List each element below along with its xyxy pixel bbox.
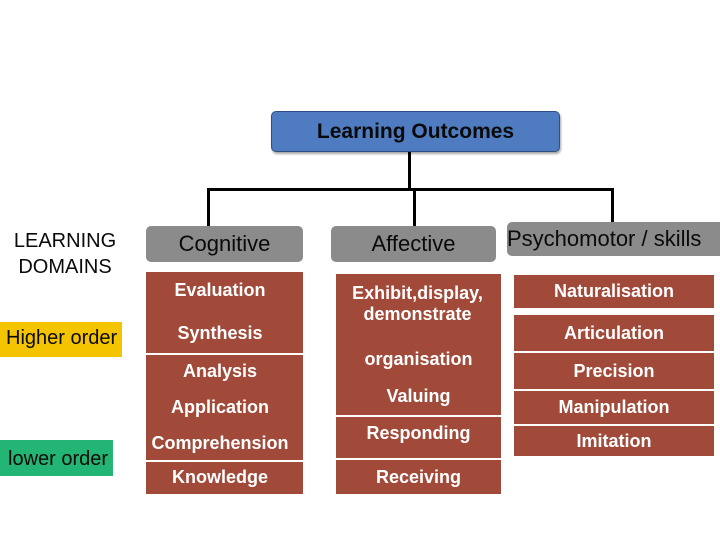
connector-psychomotor — [611, 188, 614, 222]
cognitive-divider-lower — [146, 460, 303, 462]
connector-horizontal — [207, 188, 614, 191]
connector-cognitive — [207, 188, 210, 226]
affective-level-exhibit: Exhibit,display, demonstrate — [340, 280, 495, 328]
psychomotor-level-precision: Precision — [514, 353, 714, 389]
higher-order-label: Higher order — [6, 327, 118, 349]
cognitive-header: Cognitive — [146, 226, 303, 262]
cognitive-level-knowledge: Knowledge — [146, 463, 294, 491]
learning-domains-line-1: LEARNING — [13, 230, 117, 252]
affective-level-receiving: Receiving — [336, 463, 501, 491]
psychomotor-level-naturalisation: Naturalisation — [514, 275, 714, 308]
connector-affective — [413, 188, 416, 226]
affective-level-organisation: organisation — [336, 345, 501, 373]
psychomotor-level-manipulation: Manipulation — [514, 391, 714, 424]
cognitive-level-evaluation: Evaluation — [146, 276, 294, 304]
affective-divider-lower — [336, 458, 501, 460]
psychomotor-level-articulation: Articulation — [514, 315, 714, 351]
cognitive-level-comprehension: Comprehension — [146, 429, 294, 457]
cognitive-divider — [146, 353, 303, 355]
psychomotor-level-imitation: Imitation — [514, 426, 714, 456]
psychomotor-header: Psychomotor / skills — [507, 222, 720, 256]
cognitive-level-application: Application — [146, 393, 294, 421]
lower-order-marker — [0, 440, 113, 476]
learning-domains-label: LEARNING DOMAINS — [0, 228, 130, 280]
affective-header: Affective — [331, 226, 496, 262]
affective-level-responding: Responding — [336, 419, 501, 447]
cognitive-level-analysis: Analysis — [146, 357, 294, 385]
connector-trunk — [408, 152, 411, 190]
lower-order-label: lower order — [8, 448, 109, 470]
cognitive-level-synthesis: Synthesis — [146, 319, 294, 347]
learning-outcomes-title: Learning Outcomes — [271, 111, 560, 152]
higher-order-marker — [0, 322, 122, 357]
affective-divider — [336, 415, 501, 417]
learning-domains-line-2: DOMAINS — [18, 256, 112, 278]
affective-level-valuing: Valuing — [336, 382, 501, 410]
